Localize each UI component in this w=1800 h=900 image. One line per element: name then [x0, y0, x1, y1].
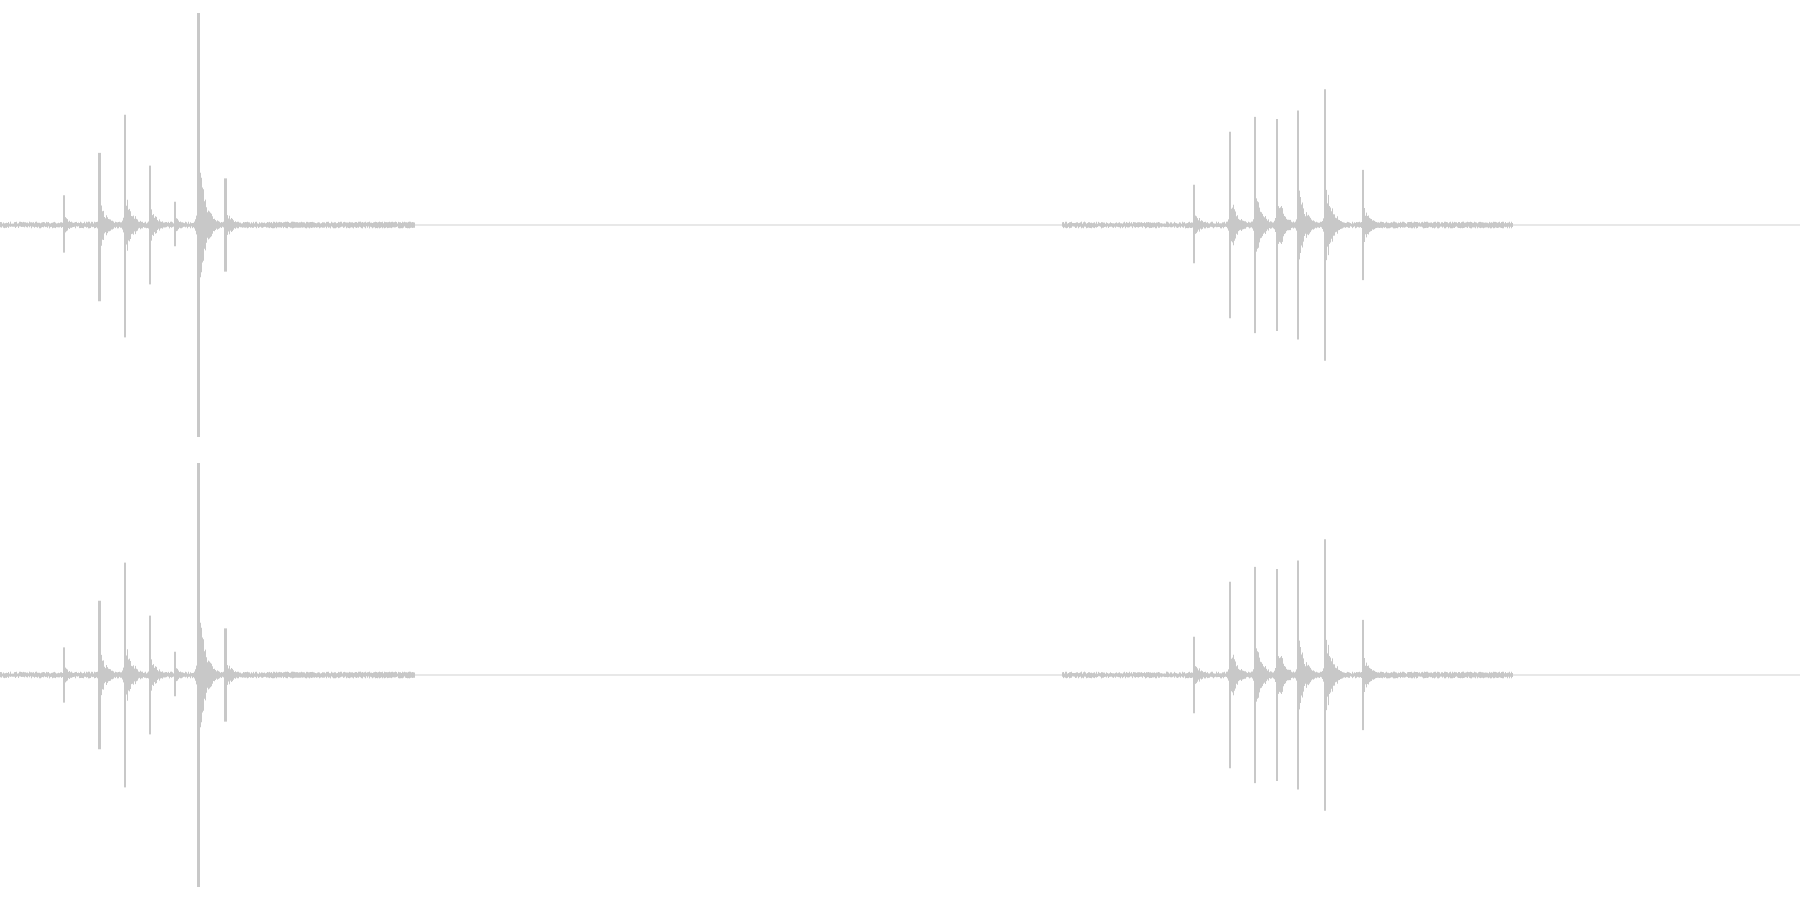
channel-right-waveform [0, 463, 1513, 887]
waveform-channel-left[interactable] [0, 13, 1800, 437]
channel-left-waveform [0, 13, 1513, 437]
waveform-channel-right[interactable] [0, 463, 1800, 887]
